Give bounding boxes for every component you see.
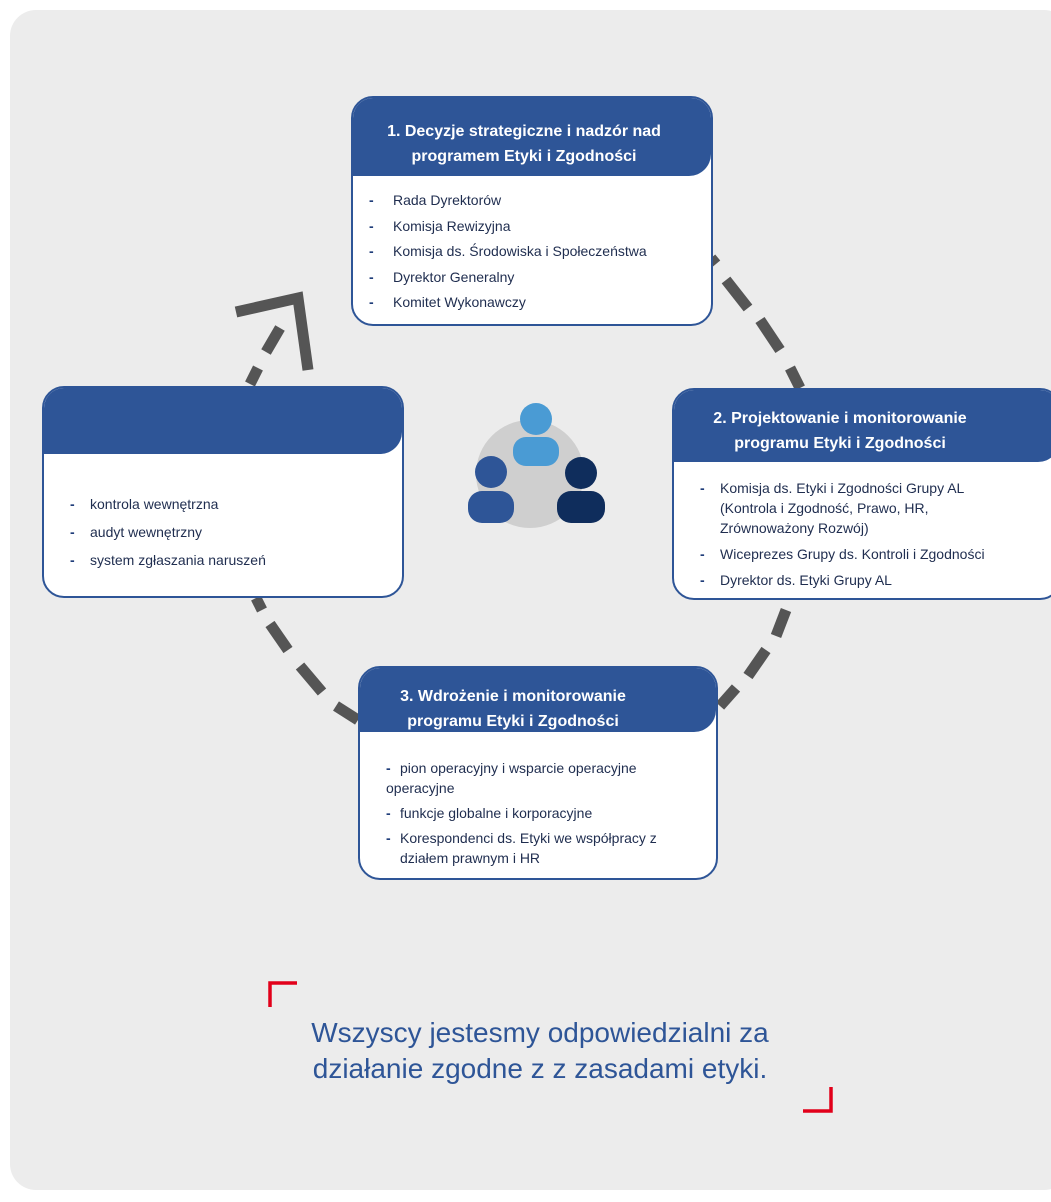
person-left-head	[475, 456, 507, 488]
list-item-text: Korespondenci ds. Etyki we współpracy z …	[400, 830, 657, 866]
dash-bullet: -	[369, 268, 374, 285]
quote-line: działanie zgodne z z zasadami etyki.	[312, 1053, 768, 1084]
dash	[251, 595, 267, 613]
list-item: - Komisja Rewizyjna	[369, 216, 711, 236]
quote-text: Wszyscy jestesmy odpowiedzialni za dział…	[230, 1015, 850, 1087]
dash-bullet: -	[700, 546, 705, 562]
quote-bracket-icon	[268, 981, 833, 1113]
stage-3-box: 3. Wdrożenie i monitorowanie programu Et…	[358, 666, 718, 880]
list-item-text: Komisja ds. Środowiska i Społeczeństwa	[393, 243, 647, 259]
dash-bullet: -	[700, 480, 705, 496]
stage-2-title-line: programu Etyki i Zgodności	[734, 435, 946, 452]
dash	[261, 325, 285, 355]
stage-2-list: -Komisja ds. Etyki i Zgodności Grupy AL …	[674, 462, 1000, 590]
dash	[721, 276, 753, 312]
dash-bullet: -	[70, 496, 75, 512]
stage-4-list: -kontrola wewnętrzna -audyt wewnętrzny -…	[44, 454, 402, 570]
cycle-arrow-icon	[234, 291, 314, 371]
quote-bracket-open	[268, 981, 297, 1007]
dash	[770, 608, 792, 638]
stage-1-title-line: programem Etyki i Zgodności	[411, 148, 637, 165]
quote-bracket-close	[803, 1087, 833, 1113]
list-item-text: Komitet Wykonawczy	[393, 294, 526, 310]
dash	[755, 316, 785, 354]
list-item: -Komisja ds. Etyki i Zgodności Grupy AL …	[700, 478, 1000, 538]
dash-bullet: -	[386, 830, 391, 846]
dash	[295, 662, 327, 696]
list-item-text: Rada Dyrektorów	[393, 192, 502, 208]
stage-3-title: 3. Wdrożenie i monitorowanie programu Et…	[360, 668, 716, 732]
dash-bullet: -	[369, 217, 374, 234]
list-item: -system zgłaszania naruszeń	[70, 550, 402, 570]
list-item: - Dyrektor Generalny	[369, 267, 711, 287]
list-item-text: Wiceprezes Grupy ds. Kontroli i Zgodnośc…	[720, 546, 985, 562]
list-item-text: Dyrektor Generalny	[393, 268, 515, 285]
stage-3-title-line: 3. Wdrożenie i monitorowanie	[400, 688, 626, 705]
stage-3-list: -pion operacyjny i wsparcie operacyjne o…	[360, 732, 696, 868]
person-right-head	[565, 457, 597, 489]
people-group-icon	[468, 403, 605, 528]
stage-1-box: 1. Decyzje strategiczne i nadzór nad pro…	[351, 96, 713, 326]
cycle-dashes	[245, 254, 805, 725]
list-item: -Korespondenci ds. Etyki we współpracy z…	[386, 828, 696, 868]
list-item: -kontrola wewnętrzna	[70, 494, 402, 514]
stage-2-title-line: 2. Projektowanie i monitorowanie	[713, 410, 967, 427]
dash	[333, 701, 361, 725]
stage-2-box: 2. Projektowanie i monitorowanie program…	[672, 388, 1051, 600]
dash-bullet: -	[369, 294, 374, 310]
list-item-text: kontrola wewnętrzna	[90, 496, 219, 512]
list-item-text: pion operacyjny i wsparcie operacyjne	[400, 760, 637, 776]
list-item: - Komitet Wykonawczy	[369, 292, 711, 312]
stage-4-title-line: i Zgodności	[70, 533, 178, 550]
stage-2-title: 2. Projektowanie i monitorowanie program…	[674, 390, 1051, 462]
dash-bullet: -	[700, 572, 705, 588]
dash	[715, 684, 741, 710]
list-item-text: funkcje globalne i korporacyjne	[400, 805, 593, 821]
dash	[743, 646, 771, 680]
list-item: - Komisja ds. Środowiska i Społeczeństwa	[369, 241, 711, 261]
person-left-body	[468, 491, 514, 523]
list-item-text: audyt wewnętrzny	[90, 524, 203, 540]
person-right-body	[557, 491, 605, 523]
dash-bullet: -	[70, 552, 75, 568]
list-item: -funkcje globalne i korporacyjne	[386, 803, 696, 823]
list-item: -Wiceprezes Grupy ds. Kontroli i Zgodnoś…	[700, 544, 1000, 564]
dash-bullet: -	[386, 760, 391, 776]
person-top-head	[520, 403, 552, 435]
list-item-text: Komisja ds. Etyki i Zgodności Grupy AL (…	[720, 480, 964, 536]
quote-line: Wszyscy jestesmy odpowiedzialni za	[311, 1017, 769, 1048]
list-item-text: system zgłaszania naruszeń	[90, 552, 266, 568]
dash-bullet: -	[70, 524, 75, 540]
list-item: -pion operacyjny i wsparcie operacyjne	[386, 758, 696, 778]
dash-bullet: -	[369, 192, 374, 208]
list-item-text: Komisja Rewizyjna	[393, 217, 511, 234]
stage-1-title: 1. Decyzje strategiczne i nadzór nad pro…	[353, 98, 711, 176]
list-item-continuation: operacyjne	[386, 778, 696, 798]
stage-4-box: 4. Kontrola i ocena programu Etyki i Zgo…	[42, 386, 404, 598]
stage-3-title-line: programu Etyki i Zgodności	[407, 713, 619, 730]
dash-bullet: -	[386, 805, 391, 821]
list-item: -Dyrektor ds. Etyki Grupy AL	[700, 570, 1000, 590]
list-item-text: Dyrektor ds. Etyki Grupy AL	[720, 572, 892, 588]
stage-4-title: 4. Kontrola i ocena programu Etyki i Zgo…	[44, 388, 402, 550]
dash-bullet: -	[369, 243, 374, 259]
stage-1-title-line: 1. Decyzje strategiczne i nadzór nad	[387, 123, 661, 140]
dash	[785, 365, 805, 391]
list-item: -audyt wewnętrzny	[70, 522, 402, 542]
person-top-body	[513, 437, 559, 466]
stage-1-list: - Rada Dyrektorów - Komisja Rewizyjna - Kom…	[353, 176, 711, 312]
dash	[265, 620, 293, 654]
stage-4-title-line: 4. Kontrola i ocena programu Etyki	[70, 458, 340, 475]
list-item: - Rada Dyrektorów	[369, 190, 711, 210]
list-item-text: operacyjne	[386, 780, 455, 796]
dash	[245, 365, 263, 387]
